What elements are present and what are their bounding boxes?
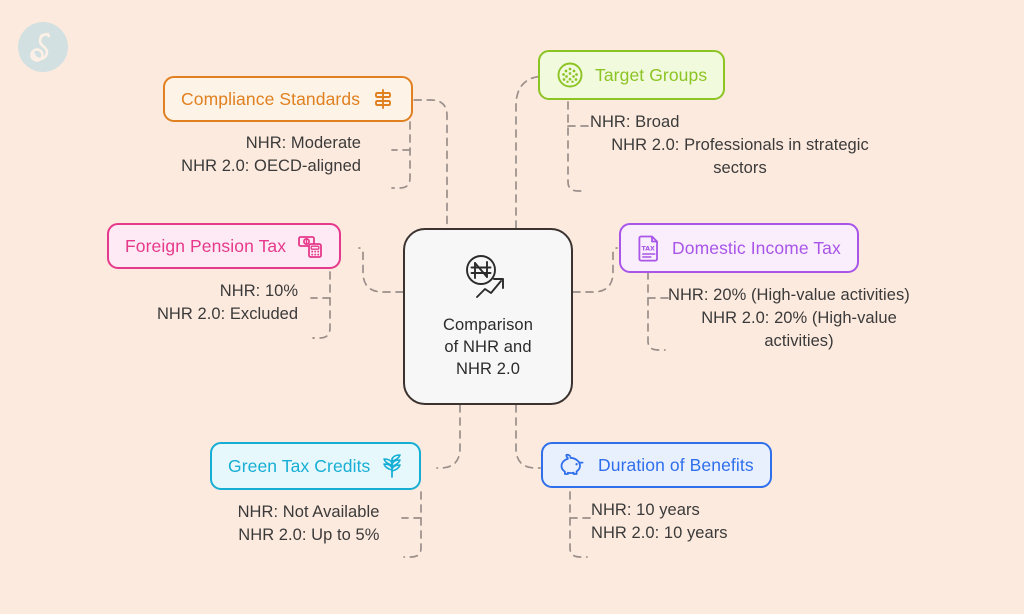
center-title-line-1: Comparison [443,316,533,334]
center-title-line-2: of NHR and [444,338,532,356]
branch-duration-of-benefits: Duration of Benefits NHR: 10 years NHR 2… [541,442,772,545]
node-foreign-pension-tax-label: Foreign Pension Tax [125,235,287,256]
detail-line: NHR: Moderate [245,134,362,152]
duration-of-benefits-details: NHR: 10 years NHR 2.0: 10 years [591,499,772,545]
detail-line: NHR: Broad [590,113,680,131]
detail-line: NHR: 20% (High-value activities) [668,286,910,304]
node-green-tax-credits-label: Green Tax Credits [228,455,371,476]
branch-foreign-pension-tax: Foreign Pension Tax NHR: 10% [107,223,342,326]
detail-line: NHR 2.0: Professionals in strategic sect… [611,136,869,177]
node-compliance-standards-label: Compliance Standards [181,88,361,109]
detail-line: NHR 2.0: 20% (High-value activities) [701,309,897,350]
branch-green-tax-credits: Green Tax Credits NHR: Not Available NHR… [210,442,422,547]
node-duration-of-benefits-label: Duration of Benefits [598,454,754,475]
compliance-standards-details: NHR: Moderate NHR 2.0: OECD-aligned [163,132,361,178]
detail-line: NHR 2.0: OECD-aligned [181,157,362,175]
people-group-circle-icon [556,61,584,89]
domestic-income-tax-details: NHR: 20% (High-value activities) NHR 2.0… [668,284,930,353]
detail-line: NHR 2.0: Up to 5% [238,526,380,544]
brand-watermark-logo [18,22,68,72]
link-center-domestic-income [572,247,618,293]
piggy-bank-icon [559,453,587,477]
node-domestic-income-tax-label: Domestic Income Tax [672,237,841,258]
leaf-sprout-icon [381,453,403,479]
target-groups-details: NHR: Broad NHR 2.0: Professionals in str… [590,111,890,180]
branch-compliance-standards: Compliance Standards NHR: Moderate NHR 2… [163,76,414,178]
foreign-pension-tax-details: NHR: 10% NHR 2.0: Excluded [107,280,298,326]
green-tax-credits-details: NHR: Not Available NHR 2.0: Up to 5% [210,501,380,547]
naira-growth-arrow-icon [457,253,519,310]
detail-line: NHR: Not Available [237,503,380,521]
detail-line: NHR: 10% [219,282,299,300]
detail-line: NHR: 10 years [591,501,700,519]
link-center-duration [515,404,541,469]
detail-line: NHR 2.0: 10 years [591,524,728,542]
node-foreign-pension-tax[interactable]: Foreign Pension Tax [107,223,342,269]
center-node-title: Comparison of NHR and NHR 2.0 [443,314,533,380]
node-compliance-standards[interactable]: Compliance Standards [163,76,414,122]
money-calculator-icon [297,234,323,258]
node-domestic-income-tax[interactable]: TAX Domestic Income Tax [619,223,859,273]
center-title-line-3: NHR 2.0 [456,360,520,378]
link-center-green-tax [436,404,461,469]
node-target-groups-label: Target Groups [595,64,708,85]
center-node[interactable]: Comparison of NHR and NHR 2.0 [403,228,573,405]
node-target-groups[interactable]: Target Groups [538,50,726,100]
tax-document-icon: TAX [637,234,661,262]
svg-text:TAX: TAX [642,246,656,253]
scales-balance-icon [371,87,395,111]
node-duration-of-benefits[interactable]: Duration of Benefits [541,442,772,488]
branch-domestic-income-tax: TAX Domestic Income Tax NHR: 20% (High-v… [619,223,930,353]
detail-line: NHR 2.0: Excluded [156,305,299,323]
node-green-tax-credits[interactable]: Green Tax Credits [210,442,422,490]
branch-target-groups: Target Groups NHR: Broad NHR 2.0: Profes… [538,50,890,180]
link-center-foreign-pension [358,247,404,293]
